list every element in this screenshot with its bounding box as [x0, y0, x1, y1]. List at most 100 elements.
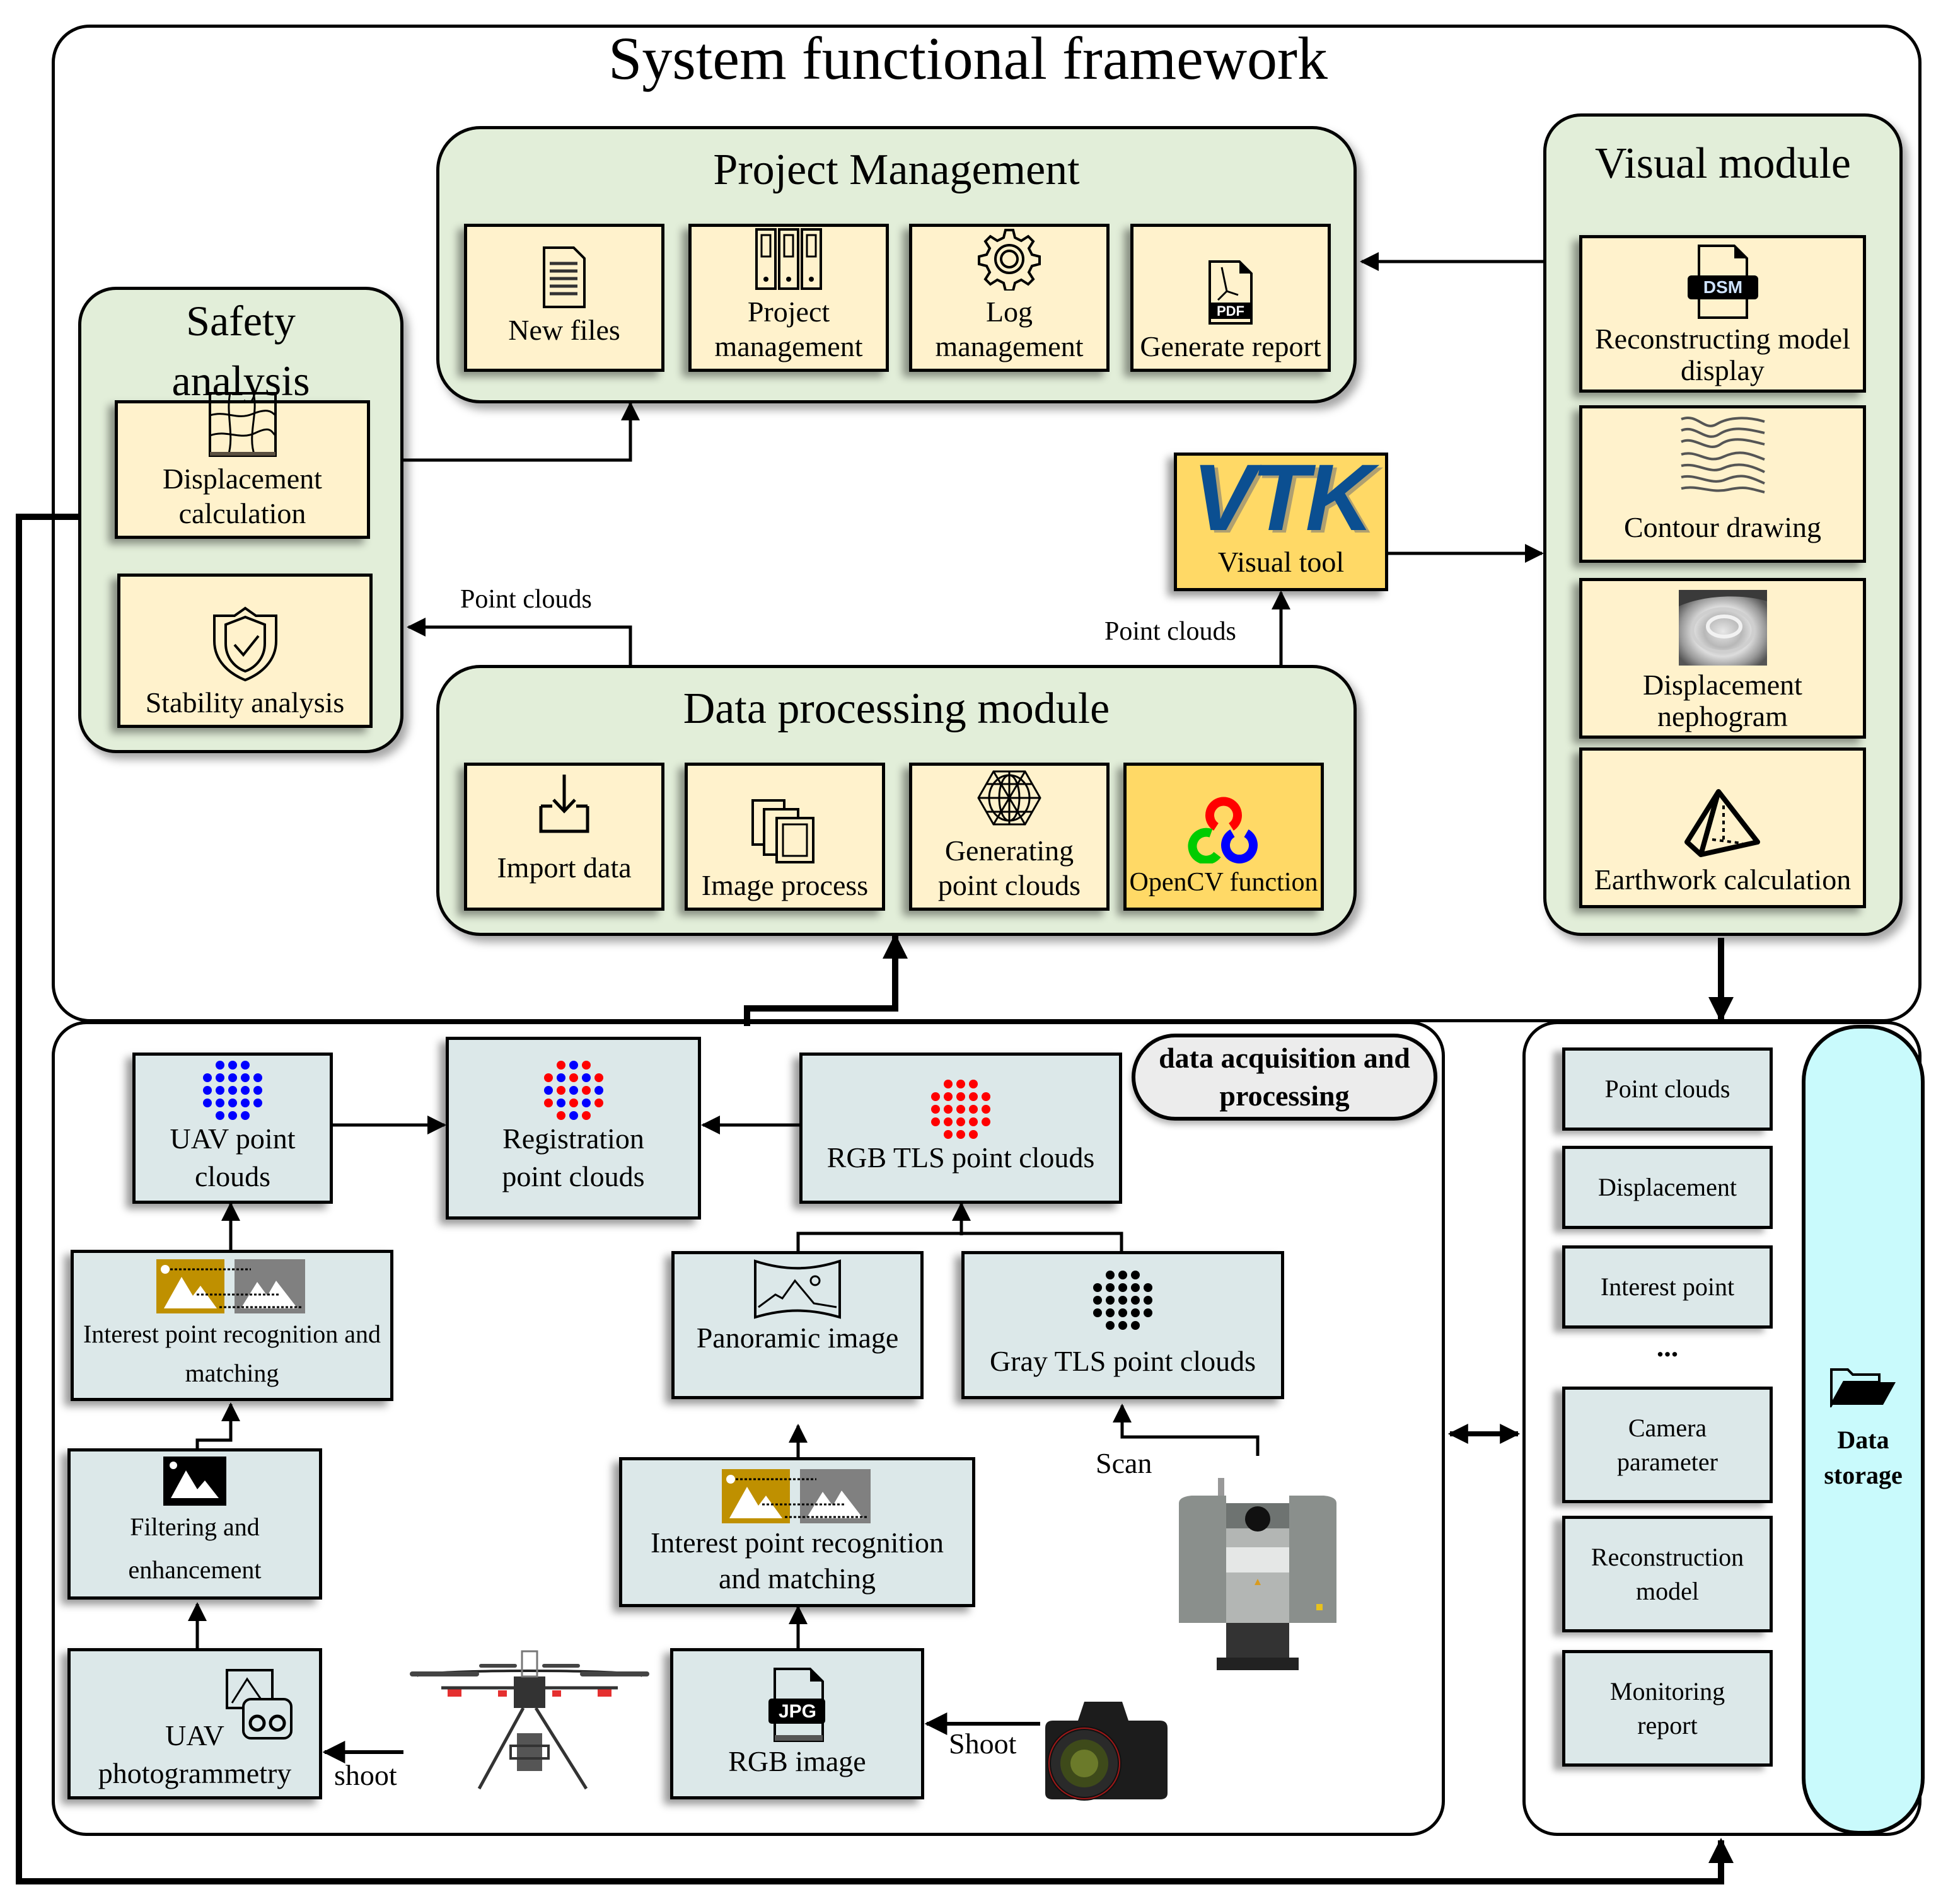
- point-cloud-dot: [581, 1086, 591, 1095]
- point-cloud-dot: [1131, 1295, 1140, 1305]
- tile-log-management[interactable]: Log management: [909, 224, 1110, 372]
- tile-stability-analysis[interactable]: Stability analysis: [117, 574, 373, 728]
- storage-item-label: Camera parameter: [1617, 1413, 1718, 1476]
- data-storage-panel[interactable]: Data storage: [1802, 1025, 1925, 1835]
- dsm-icon-text: DSM: [1703, 277, 1742, 297]
- point-cloud-dot: [944, 1130, 953, 1140]
- box-rgb-image[interactable]: JPG RGB image: [670, 1648, 924, 1799]
- point-cloud-dot: [543, 1086, 553, 1095]
- storage-item-label: Point clouds: [1604, 1075, 1730, 1103]
- storage-item-interest-point[interactable]: Interest point: [1562, 1245, 1773, 1329]
- storage-item-reconstruction-model[interactable]: Reconstruction model: [1562, 1516, 1773, 1632]
- point-cloud-dot: [1131, 1283, 1140, 1292]
- tile-generating-point-clouds[interactable]: Generating point clouds: [909, 763, 1110, 911]
- box-registration-point-clouds[interactable]: Registration point clouds: [446, 1037, 701, 1220]
- tile-displacement-calculation-label: Displacement calculation: [163, 462, 322, 529]
- point-cloud-dot: [982, 1092, 990, 1102]
- tile-reconstructing-model-display-label: Reconstructing model display: [1595, 322, 1850, 387]
- box-filtering-enhancement[interactable]: Filtering and enhancement: [67, 1448, 322, 1600]
- safety-analysis-title: Safety analysis: [171, 297, 310, 405]
- point-cloud-dot: [944, 1080, 953, 1089]
- point-cloud-dot: [581, 1061, 591, 1070]
- point-cloud-dot: [1144, 1295, 1152, 1305]
- point-cloud-dot: [203, 1073, 212, 1083]
- point-cloud-dot: [944, 1117, 953, 1127]
- point-cloud-dot: [944, 1105, 953, 1114]
- point-cloud-dot: [241, 1099, 250, 1108]
- image-matching-icon: [721, 1468, 871, 1523]
- point-cloud-dot: [228, 1086, 237, 1095]
- laser-scanner-illustration: [1179, 1478, 1336, 1670]
- pdf-icon: PDF: [1209, 260, 1253, 325]
- storage-item-displacement[interactable]: Displacement: [1562, 1146, 1773, 1229]
- point-cloud-dot: [1131, 1320, 1140, 1330]
- point-cloud-dot: [1106, 1295, 1115, 1305]
- point-cloud-dot: [203, 1086, 212, 1095]
- box-uav-photogrammetry[interactable]: UAV photogrammetry: [67, 1648, 322, 1799]
- point-cloud-dot: [594, 1111, 603, 1120]
- point-cloud-dot: [969, 1130, 978, 1140]
- point-cloud-dot: [1131, 1270, 1140, 1279]
- box-panoramic-image[interactable]: Panoramic image: [671, 1251, 924, 1399]
- point-cloud-dot: [1144, 1283, 1152, 1292]
- point-cloud-dot: [594, 1061, 603, 1070]
- point-cloud-dot: [241, 1061, 250, 1070]
- box-gray-tls-point-clouds[interactable]: Gray TLS point clouds: [961, 1251, 1284, 1399]
- tile-image-process-label: Image process: [701, 868, 869, 901]
- box-uav-point-clouds[interactable]: UAV point clouds: [132, 1053, 333, 1204]
- box-rgb-tls-point-clouds[interactable]: RGB TLS point clouds: [799, 1053, 1122, 1204]
- point-cloud-dot: [241, 1086, 250, 1095]
- point-cloud-dot: [544, 1061, 553, 1070]
- storage-item-point-clouds[interactable]: Point clouds: [1562, 1047, 1773, 1131]
- point-cloud-dot: [982, 1080, 990, 1088]
- dsm-file-icon: DSM: [1687, 244, 1758, 319]
- tile-import-data[interactable]: Import data: [464, 763, 664, 911]
- vtk-visual-tool[interactable]: VTK Visual tool: [1174, 450, 1388, 591]
- point-cloud-dot: [216, 1061, 224, 1070]
- tile-opencv-function[interactable]: OpenCV function: [1123, 763, 1324, 911]
- edge-label-scan: Scan: [1096, 1447, 1152, 1479]
- tile-earthwork-calculation[interactable]: Earthwork calculation: [1579, 747, 1866, 908]
- tile-new-files[interactable]: New files: [464, 224, 664, 372]
- point-cloud-dot: [569, 1073, 578, 1083]
- registration-point-cloud-icon: [543, 1061, 603, 1121]
- tile-displacement-nephogram-label: Displacement nephogram: [1643, 668, 1802, 733]
- binders-icon: [755, 228, 822, 290]
- tile-reconstructing-model-display[interactable]: DSM Reconstructing model display: [1579, 235, 1866, 393]
- box-rgb-interest-point-matching[interactable]: Interest point recognition and matching: [619, 1457, 975, 1607]
- storage-ellipsis: ...: [1656, 1330, 1679, 1363]
- point-cloud-dot: [969, 1080, 978, 1089]
- point-cloud-dot: [556, 1073, 565, 1083]
- edge-label-shoot-camera: Shoot: [949, 1728, 1017, 1760]
- point-cloud-dot: [931, 1092, 940, 1102]
- storage-item-label: Monitoring report: [1609, 1676, 1725, 1740]
- image-matching-icon: [156, 1259, 305, 1313]
- tile-image-process[interactable]: Image process: [685, 763, 885, 911]
- folder-open-icon: [1829, 1368, 1896, 1407]
- tile-displacement-nephogram[interactable]: Displacement nephogram: [1579, 578, 1866, 739]
- tile-stability-analysis-label: Stability analysis: [145, 686, 345, 718]
- storage-item-monitoring-report[interactable]: Monitoring report: [1562, 1650, 1773, 1767]
- point-cloud-dot: [1118, 1320, 1127, 1330]
- tile-generate-report[interactable]: PDF Generate report: [1130, 224, 1331, 372]
- box-filtering-enhancement-label: Filtering and enhancement: [128, 1513, 262, 1584]
- tile-generating-point-clouds-label: Generating point clouds: [937, 834, 1081, 901]
- point-cloud-dot: [594, 1086, 603, 1095]
- point-cloud-dot: [228, 1061, 237, 1070]
- tile-contour-drawing[interactable]: Contour drawing: [1579, 405, 1866, 563]
- point-cloud-dot: [956, 1130, 965, 1140]
- tile-displacement-calculation[interactable]: Displacement calculation: [115, 391, 370, 539]
- storage-item-camera-parameter[interactable]: Camera parameter: [1562, 1387, 1773, 1503]
- point-cloud-dot: [1106, 1283, 1115, 1292]
- box-uav-interest-point-matching[interactable]: Interest point recognition and matching: [71, 1250, 393, 1401]
- jpg-file-icon: JPG: [768, 1668, 825, 1743]
- tile-log-management-label: Log management: [935, 295, 1084, 362]
- uav-point-cloud-icon: [203, 1061, 262, 1121]
- point-cloud-dot: [1093, 1283, 1102, 1292]
- point-cloud-dot: [1144, 1271, 1152, 1279]
- point-cloud-dot: [956, 1105, 965, 1114]
- tile-project-management[interactable]: Project management: [688, 224, 889, 372]
- point-cloud-dot: [253, 1099, 262, 1108]
- point-cloud-dot: [581, 1111, 591, 1121]
- point-cloud-dot: [931, 1117, 940, 1127]
